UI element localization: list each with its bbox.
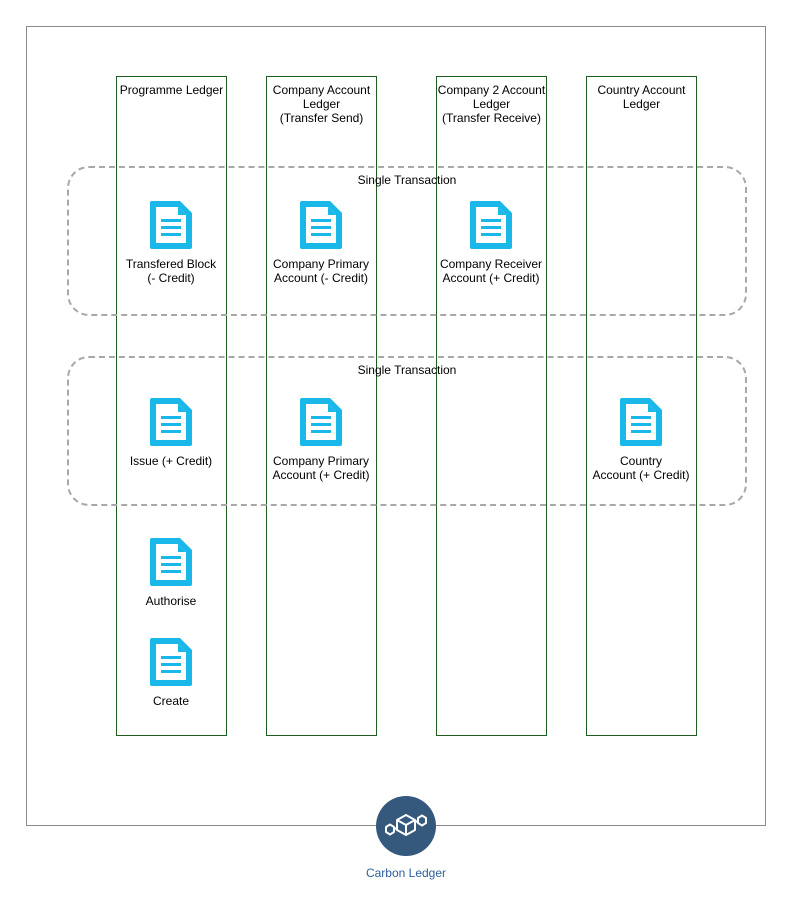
doc-company-primary-debit-label: Company Primary Account (- Credit) <box>272 257 370 285</box>
programme-ledger-column: Programme Ledger <box>116 76 227 736</box>
doc-company-receiver-credit-label: Company Receiver Account (+ Credit) <box>439 257 543 285</box>
document-icon <box>150 538 192 586</box>
doc-create: Create <box>106 636 236 708</box>
transaction-group-issue: Single Transaction <box>67 356 747 506</box>
company2-ledger-column: Company 2 Account Ledger (Transfer Recei… <box>436 76 547 736</box>
doc-authorise: Authorise <box>106 536 236 608</box>
transaction-group-transfer: Single Transaction <box>67 166 747 316</box>
document-icon <box>150 201 192 249</box>
country-ledger-title: Country Account Ledger <box>597 83 686 111</box>
document-icon <box>150 638 192 686</box>
programme-ledger-title: Programme Ledger <box>119 83 224 97</box>
company-ledger-column: Company Account Ledger (Transfer Send) <box>266 76 377 736</box>
transaction-label: Single Transaction <box>357 173 457 187</box>
document-icon <box>150 398 192 446</box>
transaction-label: Single Transaction <box>357 363 457 377</box>
document-icon <box>470 201 512 249</box>
document-icon <box>620 398 662 446</box>
doc-company-primary-debit: Company Primary Account (- Credit) <box>256 199 386 285</box>
doc-company-primary-credit: Company Primary Account (+ Credit) <box>256 396 386 482</box>
cubes-network-icon <box>376 796 436 856</box>
document-icon <box>300 398 342 446</box>
doc-transfered-block-label: Transfered Block (- Credit) <box>125 257 217 285</box>
doc-authorise-label: Authorise <box>145 594 197 608</box>
doc-transfered-block: Transfered Block (- Credit) <box>106 199 236 285</box>
doc-country-credit-label: Country Account (+ Credit) <box>592 454 690 482</box>
footer-label: Carbon Ledger <box>365 866 447 880</box>
company2-ledger-title: Company 2 Account Ledger (Transfer Recei… <box>437 83 546 125</box>
doc-create-label: Create <box>152 694 190 708</box>
document-icon <box>300 201 342 249</box>
doc-issue-credit-label: Issue (+ Credit) <box>129 454 213 468</box>
doc-company-receiver-credit: Company Receiver Account (+ Credit) <box>426 199 556 285</box>
doc-country-credit: Country Account (+ Credit) <box>576 396 706 482</box>
doc-issue-credit: Issue (+ Credit) <box>106 396 236 468</box>
company-ledger-title: Company Account Ledger (Transfer Send) <box>272 83 371 125</box>
doc-company-primary-credit-label: Company Primary Account (+ Credit) <box>272 454 370 482</box>
